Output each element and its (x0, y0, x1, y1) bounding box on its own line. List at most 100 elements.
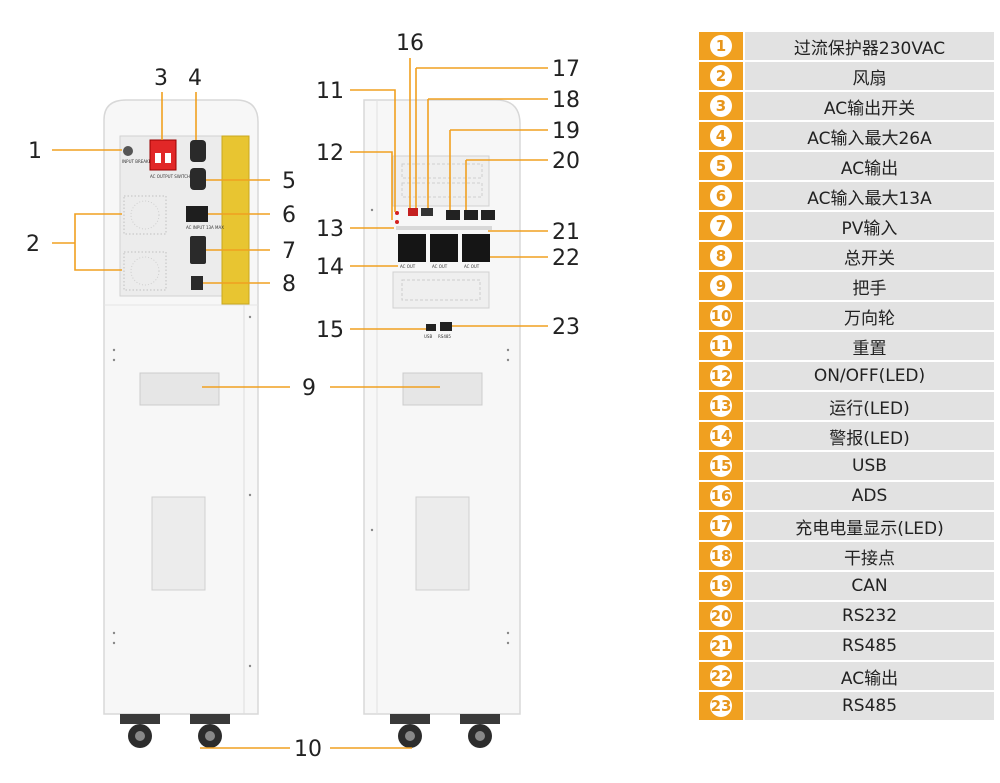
callout-7: 7 (282, 239, 296, 264)
legend-number-cell: 2 (697, 60, 745, 92)
legend-label: RS485 (743, 690, 996, 722)
legend-label: AC输入最大13A (743, 180, 996, 212)
ac-outlet-3: AC OUT (462, 234, 490, 269)
ac-out-label-2: AC OUT (432, 264, 448, 269)
callout-5: 5 (282, 169, 296, 194)
legend-number-badge: 15 (710, 455, 732, 477)
legend-number-cell: 4 (697, 120, 745, 152)
ac-input-socket (190, 140, 206, 162)
legend-number-badge: 20 (710, 605, 732, 627)
legend-number-cell: 21 (697, 630, 745, 662)
legend-label: CAN (743, 570, 996, 602)
caster-right-a (390, 714, 430, 748)
callout-23: 23 (552, 315, 580, 340)
legend-number-cell: 23 (697, 690, 745, 722)
legend-number-badge: 13 (710, 395, 732, 417)
ac-out-label-3: AC OUT (464, 264, 480, 269)
callout-3: 3 (154, 66, 168, 91)
ac-outlet-1: AC OUT (398, 234, 426, 269)
left-cabinet: INPUT BREAKER 230VAC AC OUTPUT SWITCH AC… (103, 99, 259, 748)
ac-input-13a-socket (186, 206, 208, 222)
legend-row: 2 风扇 (697, 60, 996, 92)
legend-number-badge: 17 (710, 515, 732, 537)
rs232-port (464, 210, 478, 220)
legend-label: 重置 (743, 330, 996, 362)
usb-label: USB (424, 334, 432, 339)
legend-number-cell: 19 (697, 570, 745, 602)
legend-row: 4 AC输入最大26A (697, 120, 996, 152)
caster-left-a (120, 714, 160, 748)
legend-label: 风扇 (743, 60, 996, 92)
legend-number-cell: 12 (697, 360, 745, 392)
input-breaker-label: INPUT BREAKER 230VAC (122, 159, 171, 164)
callout-11: 11 (316, 79, 344, 104)
legend-label: ADS (743, 480, 996, 512)
legend-number-badge: 2 (710, 65, 732, 87)
callout-1: 1 (28, 139, 42, 164)
legend-number-badge: 14 (710, 425, 732, 447)
product-diagram: INPUT BREAKER 230VAC AC OUTPUT SWITCH AC… (26, 31, 580, 762)
callout-17: 17 (552, 57, 580, 82)
caster-left-b (190, 714, 230, 748)
ac-out-label-1: AC OUT (400, 264, 416, 269)
legend-label: AC输出 (743, 660, 996, 692)
handle-right (402, 372, 483, 406)
legend-number-cell: 16 (697, 480, 745, 512)
callout-13: 13 (316, 217, 344, 242)
pv-input (190, 236, 206, 264)
legend-label: RS485 (743, 630, 996, 662)
ac-output-switch-label: AC OUTPUT SWITCH (150, 174, 190, 179)
legend-label: 过流保护器230VAC (743, 30, 996, 62)
legend-label: 把手 (743, 270, 996, 302)
legend-label: 运行(LED) (743, 390, 996, 422)
legend-number-cell: 22 (697, 660, 745, 692)
legend-number-cell: 8 (697, 240, 745, 272)
legend-row: 8 总开关 (697, 240, 996, 272)
legend-number-badge: 5 (710, 155, 732, 177)
callout-8: 8 (282, 272, 296, 297)
legend-number-cell: 9 (697, 270, 745, 302)
rs485-label: RS485 (438, 334, 451, 339)
fan-bottom (123, 251, 167, 291)
legend-number-cell: 13 (697, 390, 745, 422)
callout-18: 18 (552, 88, 580, 113)
legend-number-cell: 15 (697, 450, 745, 482)
legend-row: 17 充电电量显示(LED) (697, 510, 996, 542)
callout-4: 4 (188, 66, 202, 91)
legend-label: 万向轮 (743, 300, 996, 332)
caster-right-b (460, 714, 500, 748)
legend-number-badge: 3 (710, 95, 732, 117)
legend-number-badge: 11 (710, 335, 732, 357)
yellow-panel (221, 135, 250, 305)
callout-14: 14 (316, 255, 344, 280)
legend-number-cell: 3 (697, 90, 745, 122)
ac-output-socket (190, 168, 206, 190)
ac-output-switch (149, 139, 177, 171)
legend-number-cell: 17 (697, 510, 745, 542)
legend-label: 充电电量显示(LED) (743, 510, 996, 542)
can-port (446, 210, 460, 220)
legend-number-badge: 12 (710, 365, 732, 387)
legend-number-badge: 4 (710, 125, 732, 147)
leader-lines (52, 58, 548, 749)
callout-12: 12 (316, 141, 344, 166)
usb-port (426, 324, 436, 331)
legend-label: AC输出开关 (743, 90, 996, 122)
legend-number-cell: 5 (697, 150, 745, 182)
legend-label: 总开关 (743, 240, 996, 272)
rs485-port-bottom (440, 322, 452, 331)
legend-number-badge: 8 (710, 245, 732, 267)
legend-label: AC输入最大26A (743, 120, 996, 152)
legend-number-cell: 14 (697, 420, 745, 452)
callout-9: 9 (302, 376, 316, 401)
